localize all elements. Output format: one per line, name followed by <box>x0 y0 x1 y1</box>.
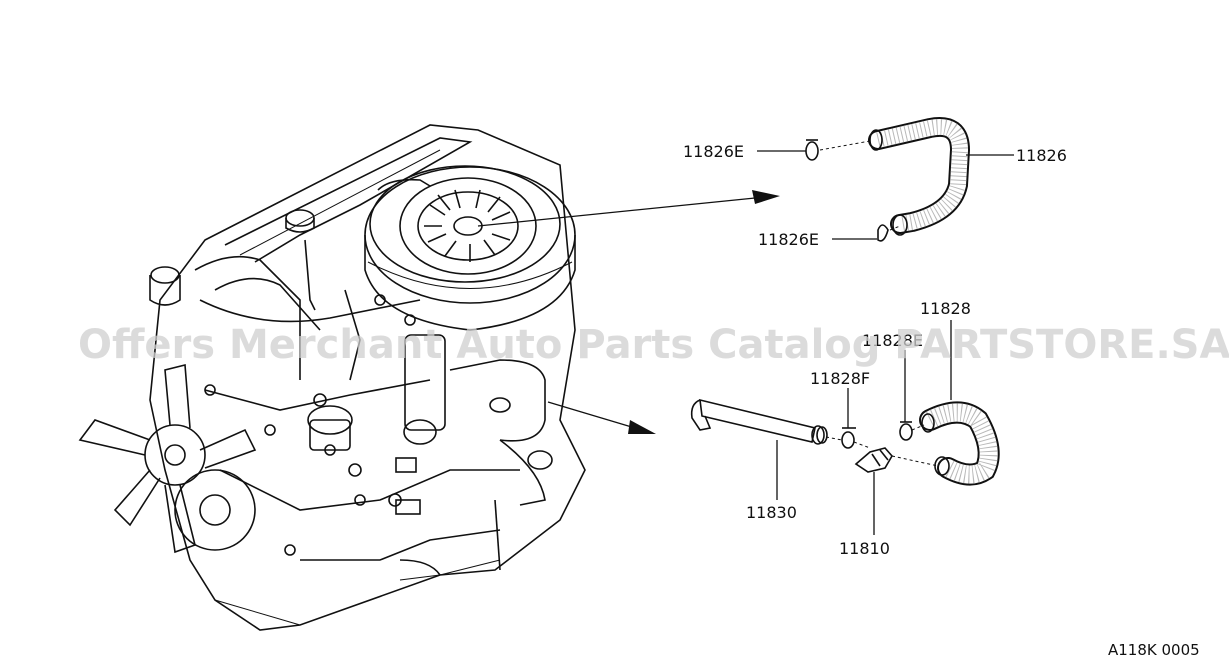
callout-arrow-top <box>477 190 780 227</box>
label-11828e[interactable]: 11828E <box>862 331 923 350</box>
pcv-valve-11810[interactable] <box>854 447 893 473</box>
watermark: Offers Merchant Auto Parts Catalog PARTS… <box>78 322 1229 368</box>
figure-code: A118K 0005 <box>1108 641 1200 659</box>
pipe-11830[interactable] <box>690 398 828 445</box>
label-11810[interactable]: 11810 <box>839 539 890 558</box>
hose-11828[interactable] <box>919 401 1000 486</box>
label-11830[interactable]: 11830 <box>746 503 797 522</box>
label-11828[interactable]: 11828 <box>920 299 971 318</box>
hose-11826[interactable] <box>868 117 971 236</box>
clamp-11828f[interactable] <box>841 427 856 449</box>
label-11826[interactable]: 11826 <box>1016 146 1067 165</box>
engine-assembly[interactable] <box>78 124 586 631</box>
clamp-11826e-lower[interactable] <box>877 224 889 242</box>
cooling-fan <box>78 363 257 554</box>
label-11828f[interactable]: 11828F <box>810 369 870 388</box>
callout-arrow-bottom <box>547 401 656 434</box>
clamp-11826e-upper[interactable] <box>805 139 819 161</box>
clamp-11828e[interactable] <box>899 421 913 441</box>
label-11826e-lower[interactable]: 11826E <box>758 230 819 249</box>
label-11826e-upper[interactable]: 11826E <box>683 142 744 161</box>
